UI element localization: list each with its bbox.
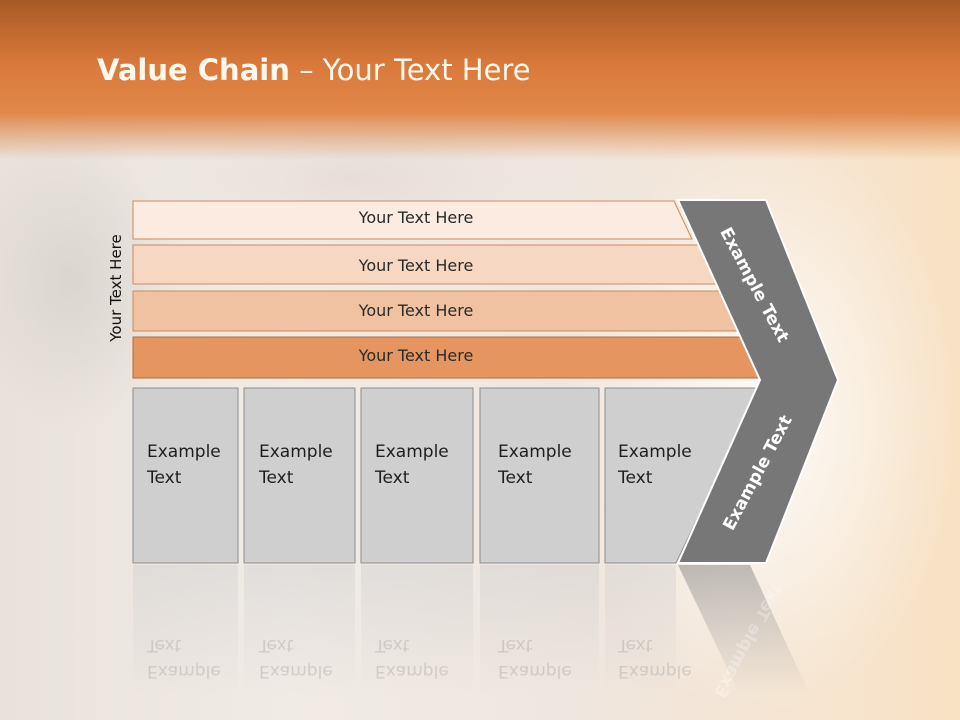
cell-1-reflection-line1: Example [147,661,221,681]
bar-1 [132,200,693,240]
cell-2-reflection-line2: Text [259,635,294,655]
cell-3-reflection-line1: Example [375,661,449,681]
cell-5-reflection-label: Example Text [618,632,692,684]
cell-4-line2: Text [498,468,533,488]
cell-4-reflection-line2: Text [498,635,533,655]
cell-1-line1: Example [147,442,221,462]
cell-2-line1: Example [259,442,333,462]
cell-4-line1: Example [498,442,572,462]
bar-4-label: Your Text Here [358,346,474,365]
cell-5-reflection-line2: Text [618,635,653,655]
cell-1 [132,387,239,564]
cell-2-reflection-label: Example Text [259,632,333,684]
cell-2 [243,387,356,564]
cell-1-reflection-line2: Text [147,635,182,655]
cell-3-line2: Text [375,468,410,488]
cell-1-reflection-label: Example Text [147,632,221,684]
slide-title-bold: Value Chain [97,53,290,87]
cell-2-line2: Text [259,468,294,488]
cell-5-reflection-line1: Example [618,661,692,681]
cell-3-reflection-line2: Text [375,635,410,655]
cell-3 [360,387,474,564]
cell-3-line1: Example [375,442,449,462]
bar-1-label: Your Text Here [358,208,474,227]
header-band [0,0,960,160]
cell-reflection [361,565,473,695]
cell-reflection [605,565,676,695]
cell-5 [604,387,761,564]
cell-reflection [480,565,599,695]
reflection-group [133,565,810,695]
chevron-arrow [676,199,840,564]
cell-reflection [244,565,355,695]
cell-4-reflection-label: Example Text [498,632,572,684]
bar-3-label: Your Text Here [358,301,474,320]
cell-3-reflection-label: Example Text [375,632,449,684]
cell-2-reflection-line1: Example [259,661,333,681]
cell-5-line1: Example [618,442,692,462]
cell-reflection [133,565,238,695]
bar-2-label: Your Text Here [358,256,474,275]
chevron-reflection [678,565,810,695]
slide-title-rest: – Your Text Here [289,53,531,87]
cell-4-reflection-line1: Example [498,661,572,681]
cell-5-line2: Text [618,468,653,488]
cell-4 [479,387,600,564]
cell-1-line2: Text [147,468,182,488]
slide-title: Value Chain – Your Text Here [97,53,531,87]
